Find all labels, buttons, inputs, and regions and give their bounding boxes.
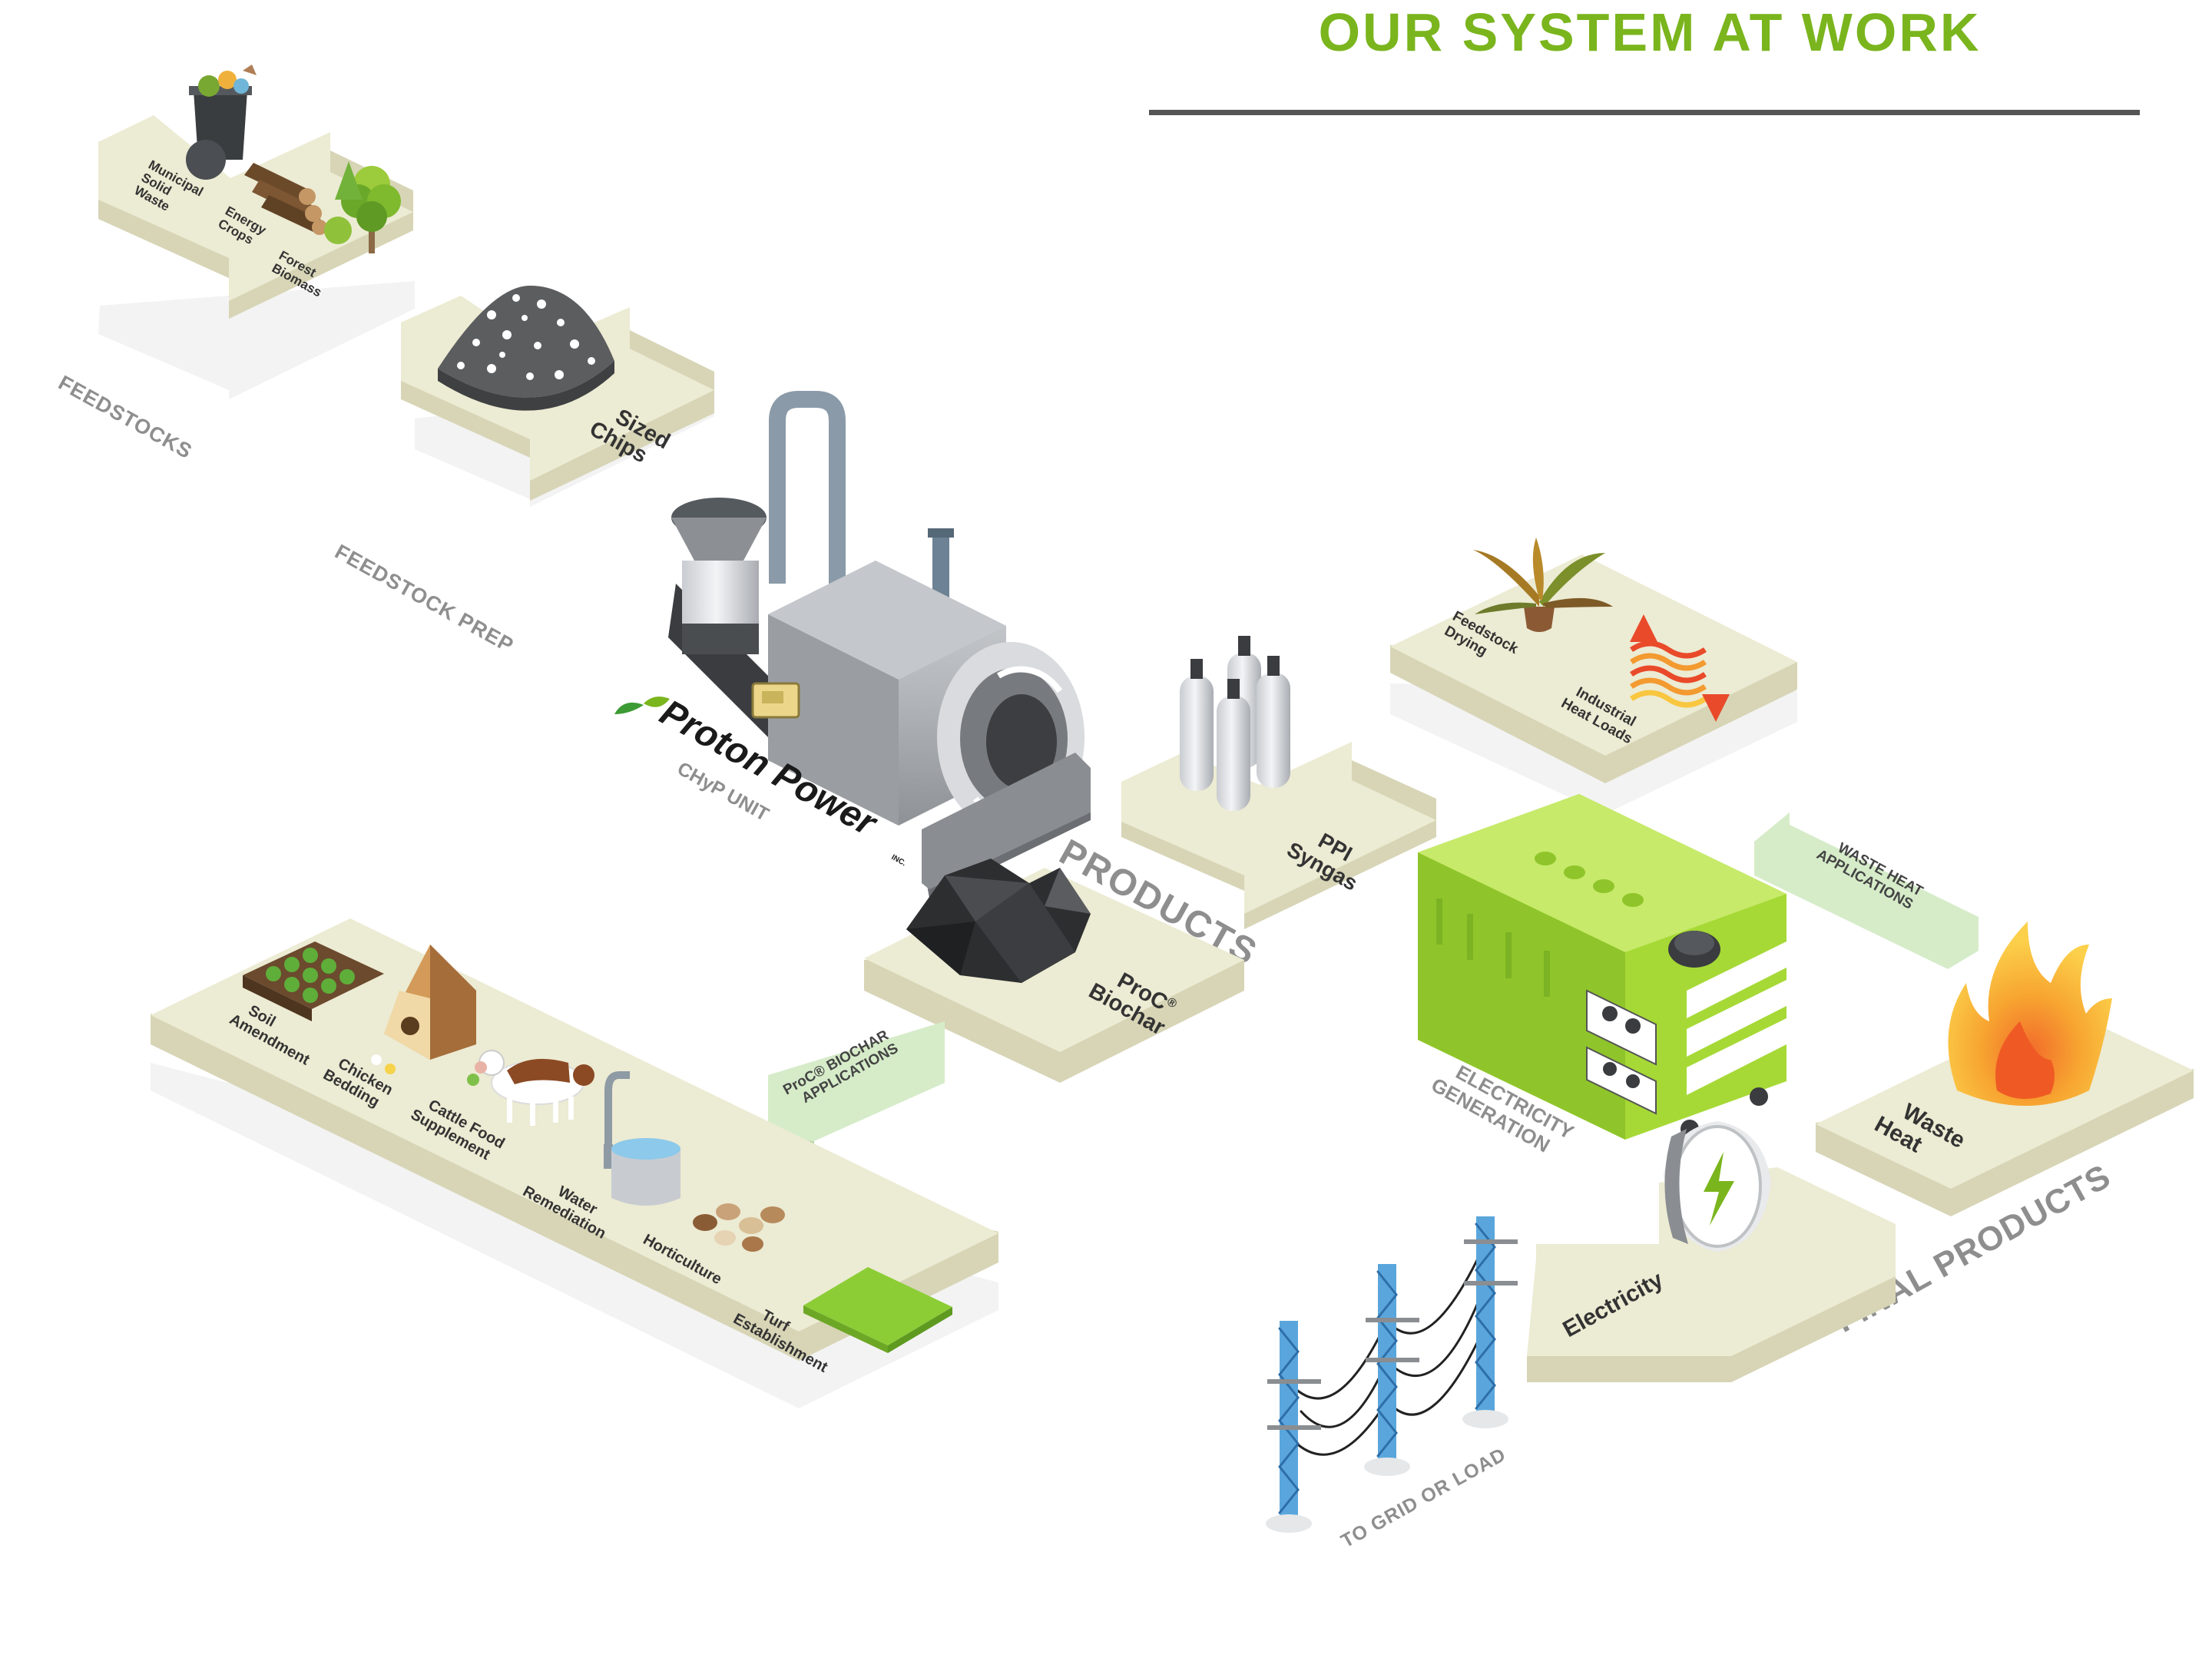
horticulture-icon — [693, 1203, 785, 1252]
soil-garden-icon — [243, 941, 384, 1021]
section-feedstock-prep: FEEDSTOCK PREP — [331, 540, 518, 657]
lightning-icon — [1664, 1121, 1771, 1252]
heat-uses-tile — [1390, 554, 1797, 814]
title-underline — [1149, 110, 2140, 115]
electricity-tile — [1527, 1167, 1896, 1382]
flame-icon — [1948, 922, 2112, 1106]
feedstocks-tile — [98, 115, 415, 399]
chicken-coop-icon — [371, 945, 476, 1074]
section-feedstocks: FEEDSTOCKS — [55, 371, 196, 463]
heat-waves-icon — [1630, 614, 1730, 722]
biochar-applications-tile — [151, 918, 998, 1408]
trash-bin-icon — [186, 65, 257, 180]
water-tank-icon — [604, 1071, 680, 1206]
plant-icon — [1473, 538, 1613, 632]
gas-cylinders-icon — [1180, 636, 1290, 811]
brand-suffix: INC. — [890, 853, 908, 868]
cow-icon — [467, 1050, 594, 1126]
trees-icon — [324, 161, 401, 253]
chyp-unit-machine — [668, 391, 1091, 898]
chips-pile-icon — [438, 286, 614, 411]
biochar-pile-icon — [906, 859, 1091, 983]
logs-icon — [244, 163, 327, 235]
page-title: OUR SYSTEM AT WORK — [1319, 2, 1982, 62]
turf-icon — [803, 1267, 952, 1353]
generator-machine — [1418, 794, 1786, 1140]
waste-heat-applications-arrow — [1754, 812, 1979, 969]
power-pylons-icon — [1266, 1216, 1518, 1533]
to-grid-label: TO GRID OR LOAD — [1337, 1444, 1509, 1552]
